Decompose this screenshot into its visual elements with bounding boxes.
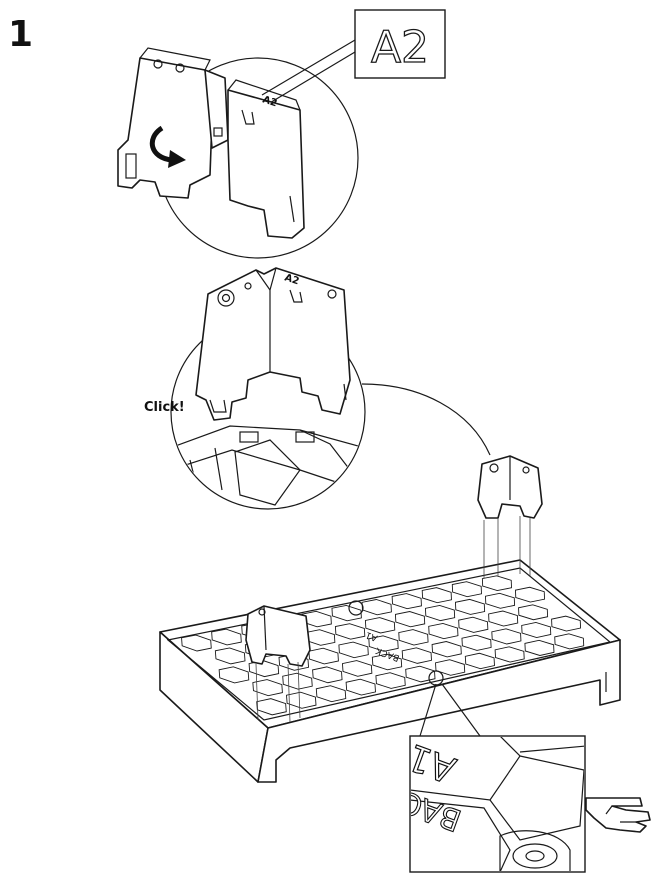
base-plate	[159, 559, 621, 783]
part-a2-large	[195, 267, 351, 421]
hex-cell	[391, 593, 422, 610]
hex-cell	[551, 615, 582, 632]
part-label-box	[354, 9, 446, 79]
hex-cell	[518, 604, 549, 621]
hex-cell	[401, 647, 432, 664]
hex-cell	[211, 628, 242, 646]
hex-cell	[214, 647, 246, 665]
hex-cell	[312, 666, 343, 684]
hex-cell	[334, 623, 366, 640]
hex-cell	[554, 633, 585, 650]
hex-cell	[488, 610, 519, 627]
part-label-text: A2	[371, 22, 429, 73]
hex-cell	[428, 622, 459, 640]
hex-cell	[464, 652, 495, 670]
hex-cell	[461, 634, 492, 651]
hex-cell	[338, 641, 369, 659]
hex-cell	[424, 604, 456, 622]
part-a2-left	[245, 605, 311, 723]
hex-cell	[368, 635, 399, 652]
hex-cell	[364, 617, 396, 634]
hex-cell	[421, 587, 452, 604]
hex-cell	[181, 634, 212, 652]
hex-cell	[494, 646, 525, 663]
click-in-detail: A2 Click!	[144, 267, 491, 510]
hex-cell	[218, 666, 250, 684]
left-panel	[117, 57, 213, 199]
hex-cell	[491, 628, 522, 645]
part-label-small: A2	[261, 94, 278, 109]
hex-cell	[252, 679, 283, 697]
step-number: 1	[8, 14, 34, 55]
svg-text:A1: A1	[364, 629, 379, 642]
hex-cell	[431, 641, 462, 658]
hex-cell	[282, 672, 313, 690]
hex-cell	[484, 592, 516, 609]
click-label: Click!	[144, 400, 185, 415]
hex-cell	[331, 604, 362, 622]
hex-cell	[524, 639, 555, 656]
hex-cell	[398, 629, 429, 646]
hex-cell	[345, 678, 376, 696]
right-panel	[227, 89, 305, 239]
part-fold-detail: A2 A2	[117, 9, 446, 259]
plate-front-side	[257, 639, 621, 783]
hex-cell	[458, 616, 489, 633]
hex-cell	[454, 598, 486, 615]
hex-cell	[315, 685, 347, 703]
hex-cell	[371, 653, 403, 671]
hex-cell	[308, 647, 339, 665]
hex-cell	[394, 611, 426, 628]
hex-cell	[521, 622, 552, 639]
pointing-hand-icon	[585, 797, 651, 833]
hex-cell	[405, 665, 436, 683]
hex-cell	[341, 660, 373, 677]
rotate-arrow-icon	[149, 125, 186, 168]
part-a2-right	[477, 455, 543, 578]
zoom-detail-box: A1 BACK	[409, 735, 586, 873]
svg-text:A2: A2	[283, 272, 300, 287]
hex-cell	[514, 586, 546, 603]
hex-cell	[481, 575, 512, 592]
hex-cell	[286, 691, 317, 709]
hex-cell	[451, 581, 482, 598]
hex-cell	[375, 672, 406, 689]
